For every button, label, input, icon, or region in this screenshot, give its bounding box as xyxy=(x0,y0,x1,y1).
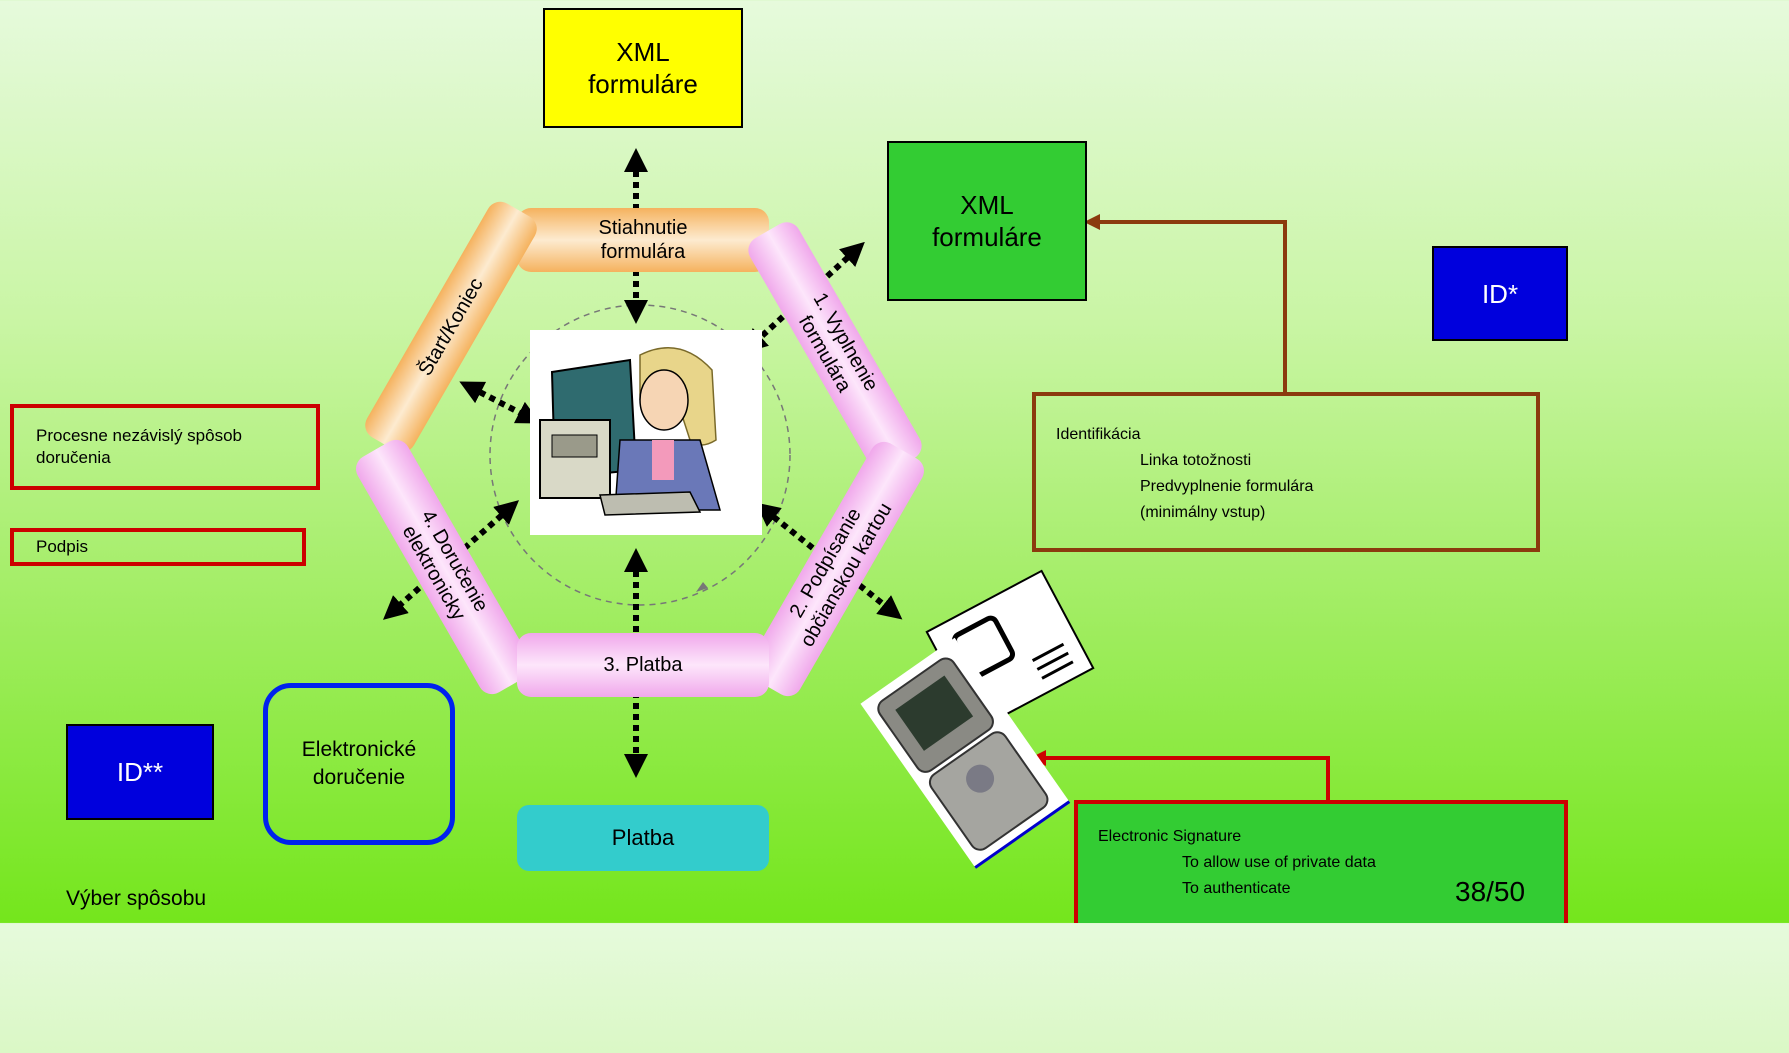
electronic-signature-box: Electronic Signature To allow use of pri… xyxy=(1074,800,1568,923)
page-number: 38/50 xyxy=(1455,876,1526,907)
legend-process-independent-label: Procesne nezávislý spôsob doručenia xyxy=(36,426,243,467)
identification-title: Identifikácia xyxy=(1056,426,1141,443)
segment-download-form-label: Stiahnutie formulára xyxy=(598,217,688,263)
electronic-delivery-box: Elektronické doručenie xyxy=(263,683,455,845)
xml-forms-yellow-label: XML formuláre xyxy=(588,37,698,99)
signature-item: To allow use of private data xyxy=(1182,854,1376,871)
identification-item: Predvyplnenie formulára xyxy=(1140,478,1314,495)
xml-forms-green-box: XML formuláre xyxy=(887,141,1087,301)
signature-item: To authenticate xyxy=(1182,880,1291,897)
electronic-delivery-label: Elektronické doručenie xyxy=(301,738,417,789)
id-star-label: ID* xyxy=(1481,278,1519,309)
segment-payment-label: 3. Platba xyxy=(603,654,683,676)
payment-label: Platba xyxy=(611,825,675,850)
connector-layer xyxy=(382,148,1330,869)
id-star-box: ID* xyxy=(1432,246,1568,341)
signature-connector xyxy=(1030,750,1330,800)
legend-process-independent: Procesne nezávislý spôsob doručenia xyxy=(10,404,320,490)
identification-box: Identifikácia Linka totožnosti Predvypln… xyxy=(1032,392,1540,552)
choice-label: Výber spôsobu xyxy=(66,887,207,910)
circle-arrow-bottom xyxy=(696,582,708,592)
xml-forms-green-label: XML formuláre xyxy=(932,190,1042,252)
segment-download-form: Stiahnutie formulára xyxy=(517,208,769,272)
id-double-star-label: ID** xyxy=(116,757,164,787)
legend-signature-label: Podpis xyxy=(36,537,88,556)
woman-computer-illustration xyxy=(530,330,762,535)
arrow-left xyxy=(459,381,541,424)
mobile-phone-illustration xyxy=(860,637,1071,869)
identification-item: (minimálny vstup) xyxy=(1140,504,1266,521)
signature-title: Electronic Signature xyxy=(1098,828,1242,845)
segment-payment: 3. Platba xyxy=(517,633,769,697)
payment-box: Platba xyxy=(517,805,769,871)
xml-forms-yellow-box: XML formuláre xyxy=(543,8,743,128)
id-double-star-box: ID** xyxy=(66,724,214,820)
legend-signature: Podpis xyxy=(10,528,306,566)
identification-item: Linka totožnosti xyxy=(1140,452,1252,469)
identifikacia-connector xyxy=(1084,214,1287,392)
